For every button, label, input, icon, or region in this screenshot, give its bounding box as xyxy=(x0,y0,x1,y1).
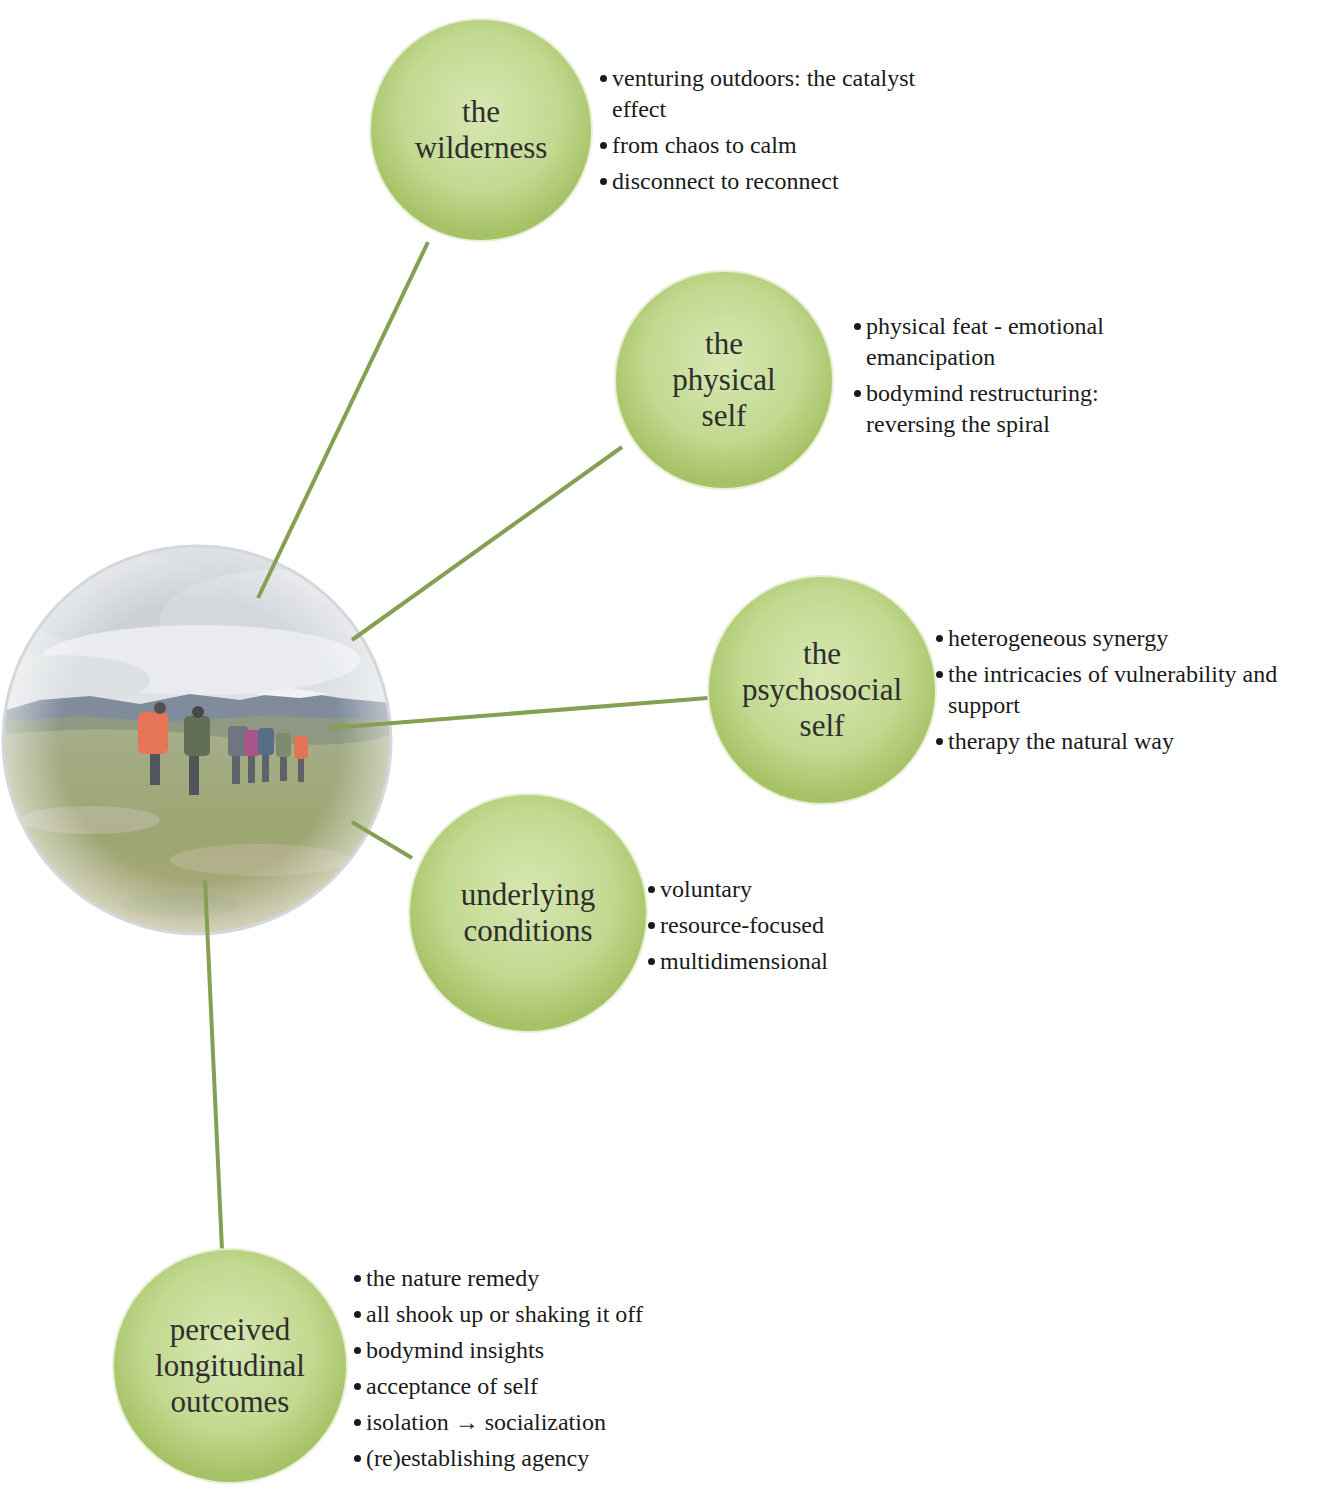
theme-circle: underlying conditionsvoluntaryresource-f… xyxy=(408,793,648,1033)
bullet-text: heterogeneous synergy xyxy=(948,625,1168,651)
title-holder: the wilderness xyxy=(369,18,593,242)
bullet-list: heterogeneous synergy the intricacies of … xyxy=(934,623,1314,762)
spoke-line xyxy=(352,447,622,640)
spoke-line xyxy=(258,242,428,598)
title-holder: underlying conditions xyxy=(408,793,648,1033)
bullet-item: voluntary xyxy=(646,874,916,905)
bullet-dot xyxy=(354,1419,361,1426)
title-holder: the psychosocial self xyxy=(707,575,937,805)
bullet-item: multidimensional xyxy=(646,946,916,977)
theme-circle: the psychosocial selfheterogeneous syner… xyxy=(707,575,937,805)
bullet-dot xyxy=(600,178,607,185)
circle-title: underlying conditions xyxy=(428,877,628,949)
bullet-item: therapy the natural way xyxy=(934,726,1314,757)
bullet-item: (re)establishing agency xyxy=(352,1443,742,1474)
bullet-list: the nature remedy all shook up or shaking… xyxy=(352,1263,742,1479)
bullet-item: isolation → socialization xyxy=(352,1407,742,1438)
bullet-item: heterogeneous synergy xyxy=(934,623,1314,654)
bullet-item: bodymind restructuring: reversing the sp… xyxy=(852,378,1187,440)
bullet-text: physical feat - emotional emancipation xyxy=(866,313,1104,370)
bullet-text: multidimensional xyxy=(660,948,828,974)
bullet-text: disconnect to reconnect xyxy=(612,168,839,194)
bullet-dot xyxy=(354,1311,361,1318)
bullet-item: all shook up or shaking it off xyxy=(352,1299,742,1330)
bullet-text: (re)establishing agency xyxy=(366,1445,589,1471)
bullet-text: bodymind restructuring: reversing the sp… xyxy=(866,380,1099,437)
circle-title: the physical self xyxy=(654,326,794,434)
bullet-dot xyxy=(854,323,861,330)
bullet-dot xyxy=(936,738,943,745)
bullet-text: isolation → socialization xyxy=(366,1409,606,1435)
bullet-item: venturing outdoors: the catalyst effect xyxy=(598,63,918,125)
bullet-text: the intricacies of vulnerability and sup… xyxy=(948,661,1277,718)
title-holder: the physical self xyxy=(614,270,834,490)
spoke-line xyxy=(205,880,222,1250)
bullet-text: venturing outdoors: the catalyst effect xyxy=(612,65,915,122)
bullet-text: bodymind insights xyxy=(366,1337,544,1363)
bullet-item: physical feat - emotional emancipation xyxy=(852,311,1187,373)
bullet-item: from chaos to calm xyxy=(598,130,918,161)
circle-title: the wilderness xyxy=(399,94,564,166)
bullet-text: acceptance of self xyxy=(366,1373,538,1399)
bullet-dot xyxy=(648,958,655,965)
bullet-dot xyxy=(354,1347,361,1354)
bullet-text: voluntary xyxy=(660,876,752,902)
bullet-text: the nature remedy xyxy=(366,1265,539,1291)
bullet-dot xyxy=(600,75,607,82)
spoke-line xyxy=(330,698,708,728)
bullet-text: therapy the natural way xyxy=(948,728,1174,754)
bullet-list: physical feat - emotional emancipation bo… xyxy=(852,311,1187,445)
bullet-dot xyxy=(354,1383,361,1390)
bullet-dot xyxy=(354,1275,361,1282)
title-holder: perceived longitudinal outcomes xyxy=(112,1248,348,1484)
bullet-text: from chaos to calm xyxy=(612,132,797,158)
bullet-item: disconnect to reconnect xyxy=(598,166,918,197)
bullet-item: acceptance of self xyxy=(352,1371,742,1402)
bullet-list: voluntary resource-focused multidimensiona… xyxy=(646,874,916,982)
bullet-dot xyxy=(648,922,655,929)
bullet-item: the intricacies of vulnerability and sup… xyxy=(934,659,1314,721)
circle-title: the psychosocial self xyxy=(725,636,920,744)
bullet-list: venturing outdoors: the catalyst effect f… xyxy=(598,63,918,202)
theme-circle: the wildernessventuring outdoors: the ca… xyxy=(369,18,593,242)
spoke-line xyxy=(352,822,412,858)
bullet-dot xyxy=(936,635,943,642)
bullet-dot xyxy=(600,142,607,149)
bullet-item: resource-focused xyxy=(646,910,916,941)
bullet-dot xyxy=(854,390,861,397)
circle-title: perceived longitudinal outcomes xyxy=(135,1312,325,1420)
bullet-dot xyxy=(936,671,943,678)
bullet-item: the nature remedy xyxy=(352,1263,742,1294)
bullet-dot xyxy=(354,1455,361,1462)
bullet-text: resource-focused xyxy=(660,912,824,938)
bullet-dot xyxy=(648,886,655,893)
bullet-item: bodymind insights xyxy=(352,1335,742,1366)
bullet-text: all shook up or shaking it off xyxy=(366,1301,643,1327)
theme-circle: perceived longitudinal outcomesthe natur… xyxy=(112,1248,348,1484)
theme-circle: the physical selfphysical feat - emotion… xyxy=(614,270,834,490)
